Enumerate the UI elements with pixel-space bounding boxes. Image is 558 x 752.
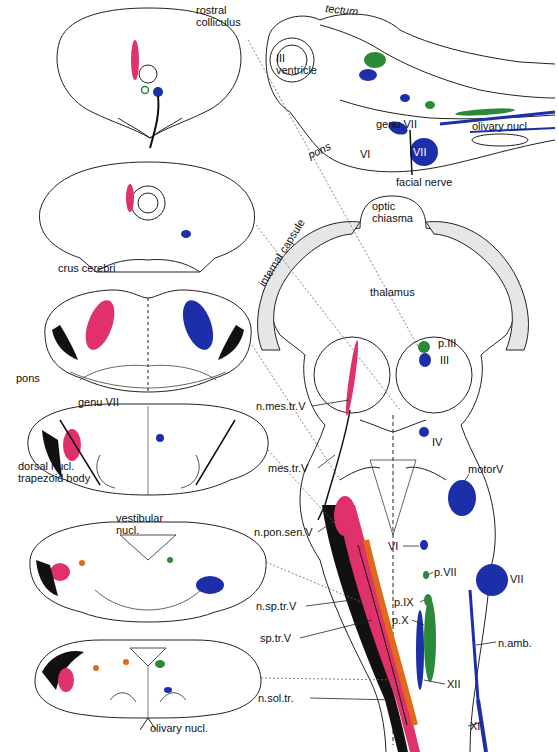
structure-label: genu VII <box>376 118 417 130</box>
structure-label: VII <box>413 146 426 158</box>
structure-label: IV <box>432 436 442 448</box>
structure-label: dorsal nucl. trapezoid body <box>18 460 108 484</box>
structure-label: olivary nucl. <box>472 120 530 132</box>
structure-label: mes.tr.V <box>268 462 308 474</box>
structure-label: pons <box>306 140 333 161</box>
structure-label: III <box>440 354 449 366</box>
structure-label: rostral colliculus <box>196 4 258 28</box>
structure-label: crus cerebri <box>58 262 115 274</box>
structure-label: p.VII <box>434 566 457 578</box>
structure-label: VII <box>510 573 523 585</box>
structure-label: XI <box>470 720 480 732</box>
structure-label: VI <box>388 540 398 552</box>
structure-label: olivary nucl. <box>150 722 208 734</box>
structure-label: pons <box>16 372 40 384</box>
structure-label: VI <box>360 148 370 160</box>
structure-label: XII <box>447 678 460 690</box>
structure-label: genu VII <box>78 396 119 408</box>
structure-label: p.IX <box>394 596 414 608</box>
structure-label: motorV <box>468 463 503 475</box>
structure-label: n.sol.tr. <box>258 692 293 704</box>
structure-label: vestibular nucl. <box>116 512 176 536</box>
structure-label: n.amb. <box>498 637 532 649</box>
structure-label: p.III <box>438 337 456 349</box>
structure-label: n.sp.tr.V <box>256 600 296 612</box>
structure-label: n.pon.sen.V <box>254 526 313 538</box>
structure-label: n.mes.tr.V <box>256 400 306 412</box>
structure-label: thalamus <box>370 286 415 298</box>
structure-label: tectum <box>325 2 359 17</box>
structure-label: facial nerve <box>396 176 452 188</box>
structure-label: optic chiasma <box>372 200 418 224</box>
structure-label: III ventricle <box>276 52 310 76</box>
structure-label: sp.tr.V <box>260 632 291 644</box>
structure-label: p.X <box>392 614 409 626</box>
